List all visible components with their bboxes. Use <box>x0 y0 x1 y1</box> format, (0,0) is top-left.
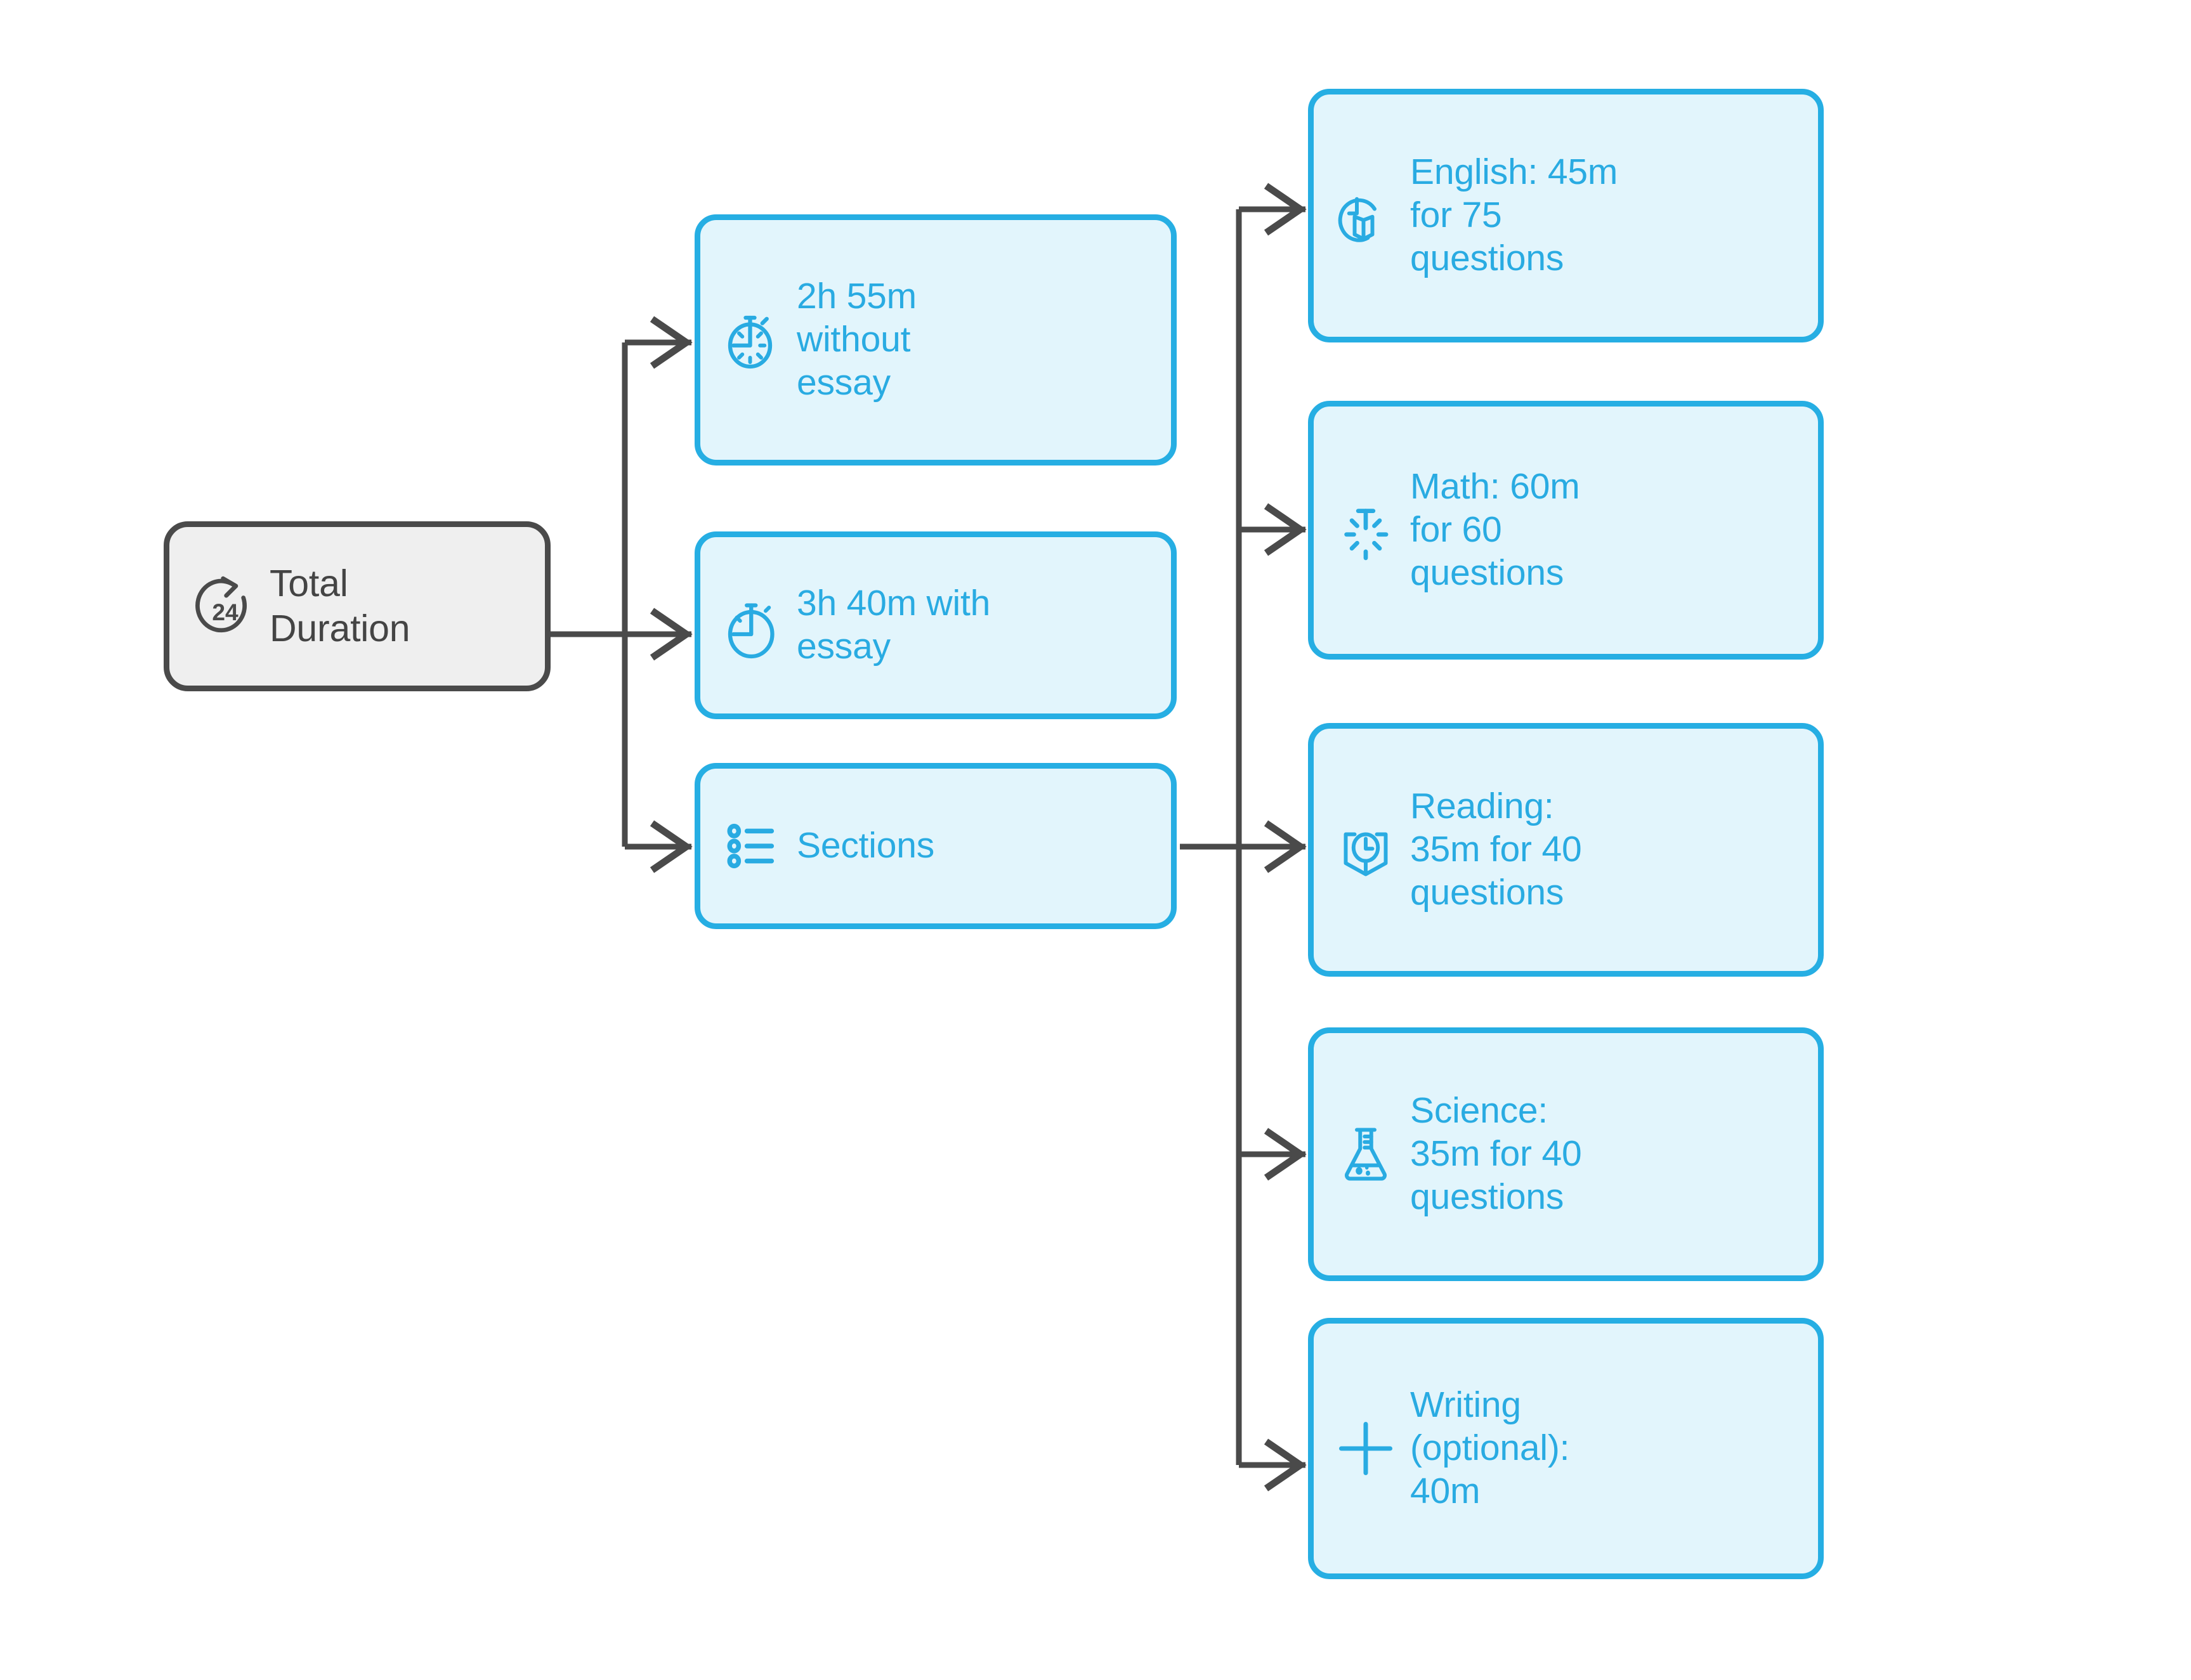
node-total-duration-label: Total Duration <box>270 563 410 649</box>
arrowhead-reading <box>1264 820 1307 873</box>
clock-24-hour-arrow-icon: 24 <box>190 571 261 642</box>
bulleted-list-icon <box>717 811 788 882</box>
arrowhead-science <box>1264 1128 1307 1181</box>
node-math-label: Math: 60m for 60 questions <box>1410 466 1580 593</box>
arrowhead-with-essay <box>650 608 693 661</box>
plus-icon <box>1330 1413 1401 1484</box>
arrowhead-math <box>1264 503 1307 556</box>
node-english-label: English: 45m for 75 questions <box>1410 152 1618 278</box>
arrowhead-writing <box>1264 1438 1307 1492</box>
node-writing-label: Writing (optional): 40m <box>1410 1384 1570 1511</box>
stopwatch-icon <box>717 304 788 375</box>
node-total-duration[interactable]: 24 Total Duration <box>164 521 551 691</box>
node-with-essay[interactable]: 3h 40m with essay <box>695 531 1177 719</box>
node-sections-label: Sections <box>797 825 935 866</box>
node-writing[interactable]: Writing (optional): 40m <box>1308 1318 1824 1579</box>
node-without-essay-label: 2h 55m without essay <box>797 276 917 403</box>
arrowhead-without-essay <box>650 316 693 369</box>
timer-icon <box>717 590 788 661</box>
node-with-essay-label: 3h 40m with essay <box>797 583 991 667</box>
flask-icon <box>1330 1119 1401 1190</box>
book-clock-icon <box>1330 814 1401 885</box>
node-science[interactable]: Science: 35m for 40 questions <box>1308 1027 1824 1281</box>
node-math[interactable]: Math: 60m for 60 questions <box>1308 401 1824 660</box>
sunburst-t-icon <box>1330 495 1401 566</box>
node-without-essay[interactable]: 2h 55m without essay <box>695 214 1177 466</box>
arrowhead-english <box>1264 183 1307 236</box>
clock-book-icon <box>1330 180 1401 251</box>
node-reading[interactable]: Reading: 35m for 40 questions <box>1308 723 1824 977</box>
arrowhead-sections <box>650 820 693 873</box>
svg-text:24: 24 <box>212 599 239 625</box>
node-sections[interactable]: Sections <box>695 763 1177 929</box>
node-english[interactable]: English: 45m for 75 questions <box>1308 89 1824 342</box>
node-science-label: Science: 35m for 40 questions <box>1410 1090 1582 1217</box>
node-reading-label: Reading: 35m for 40 questions <box>1410 786 1582 913</box>
